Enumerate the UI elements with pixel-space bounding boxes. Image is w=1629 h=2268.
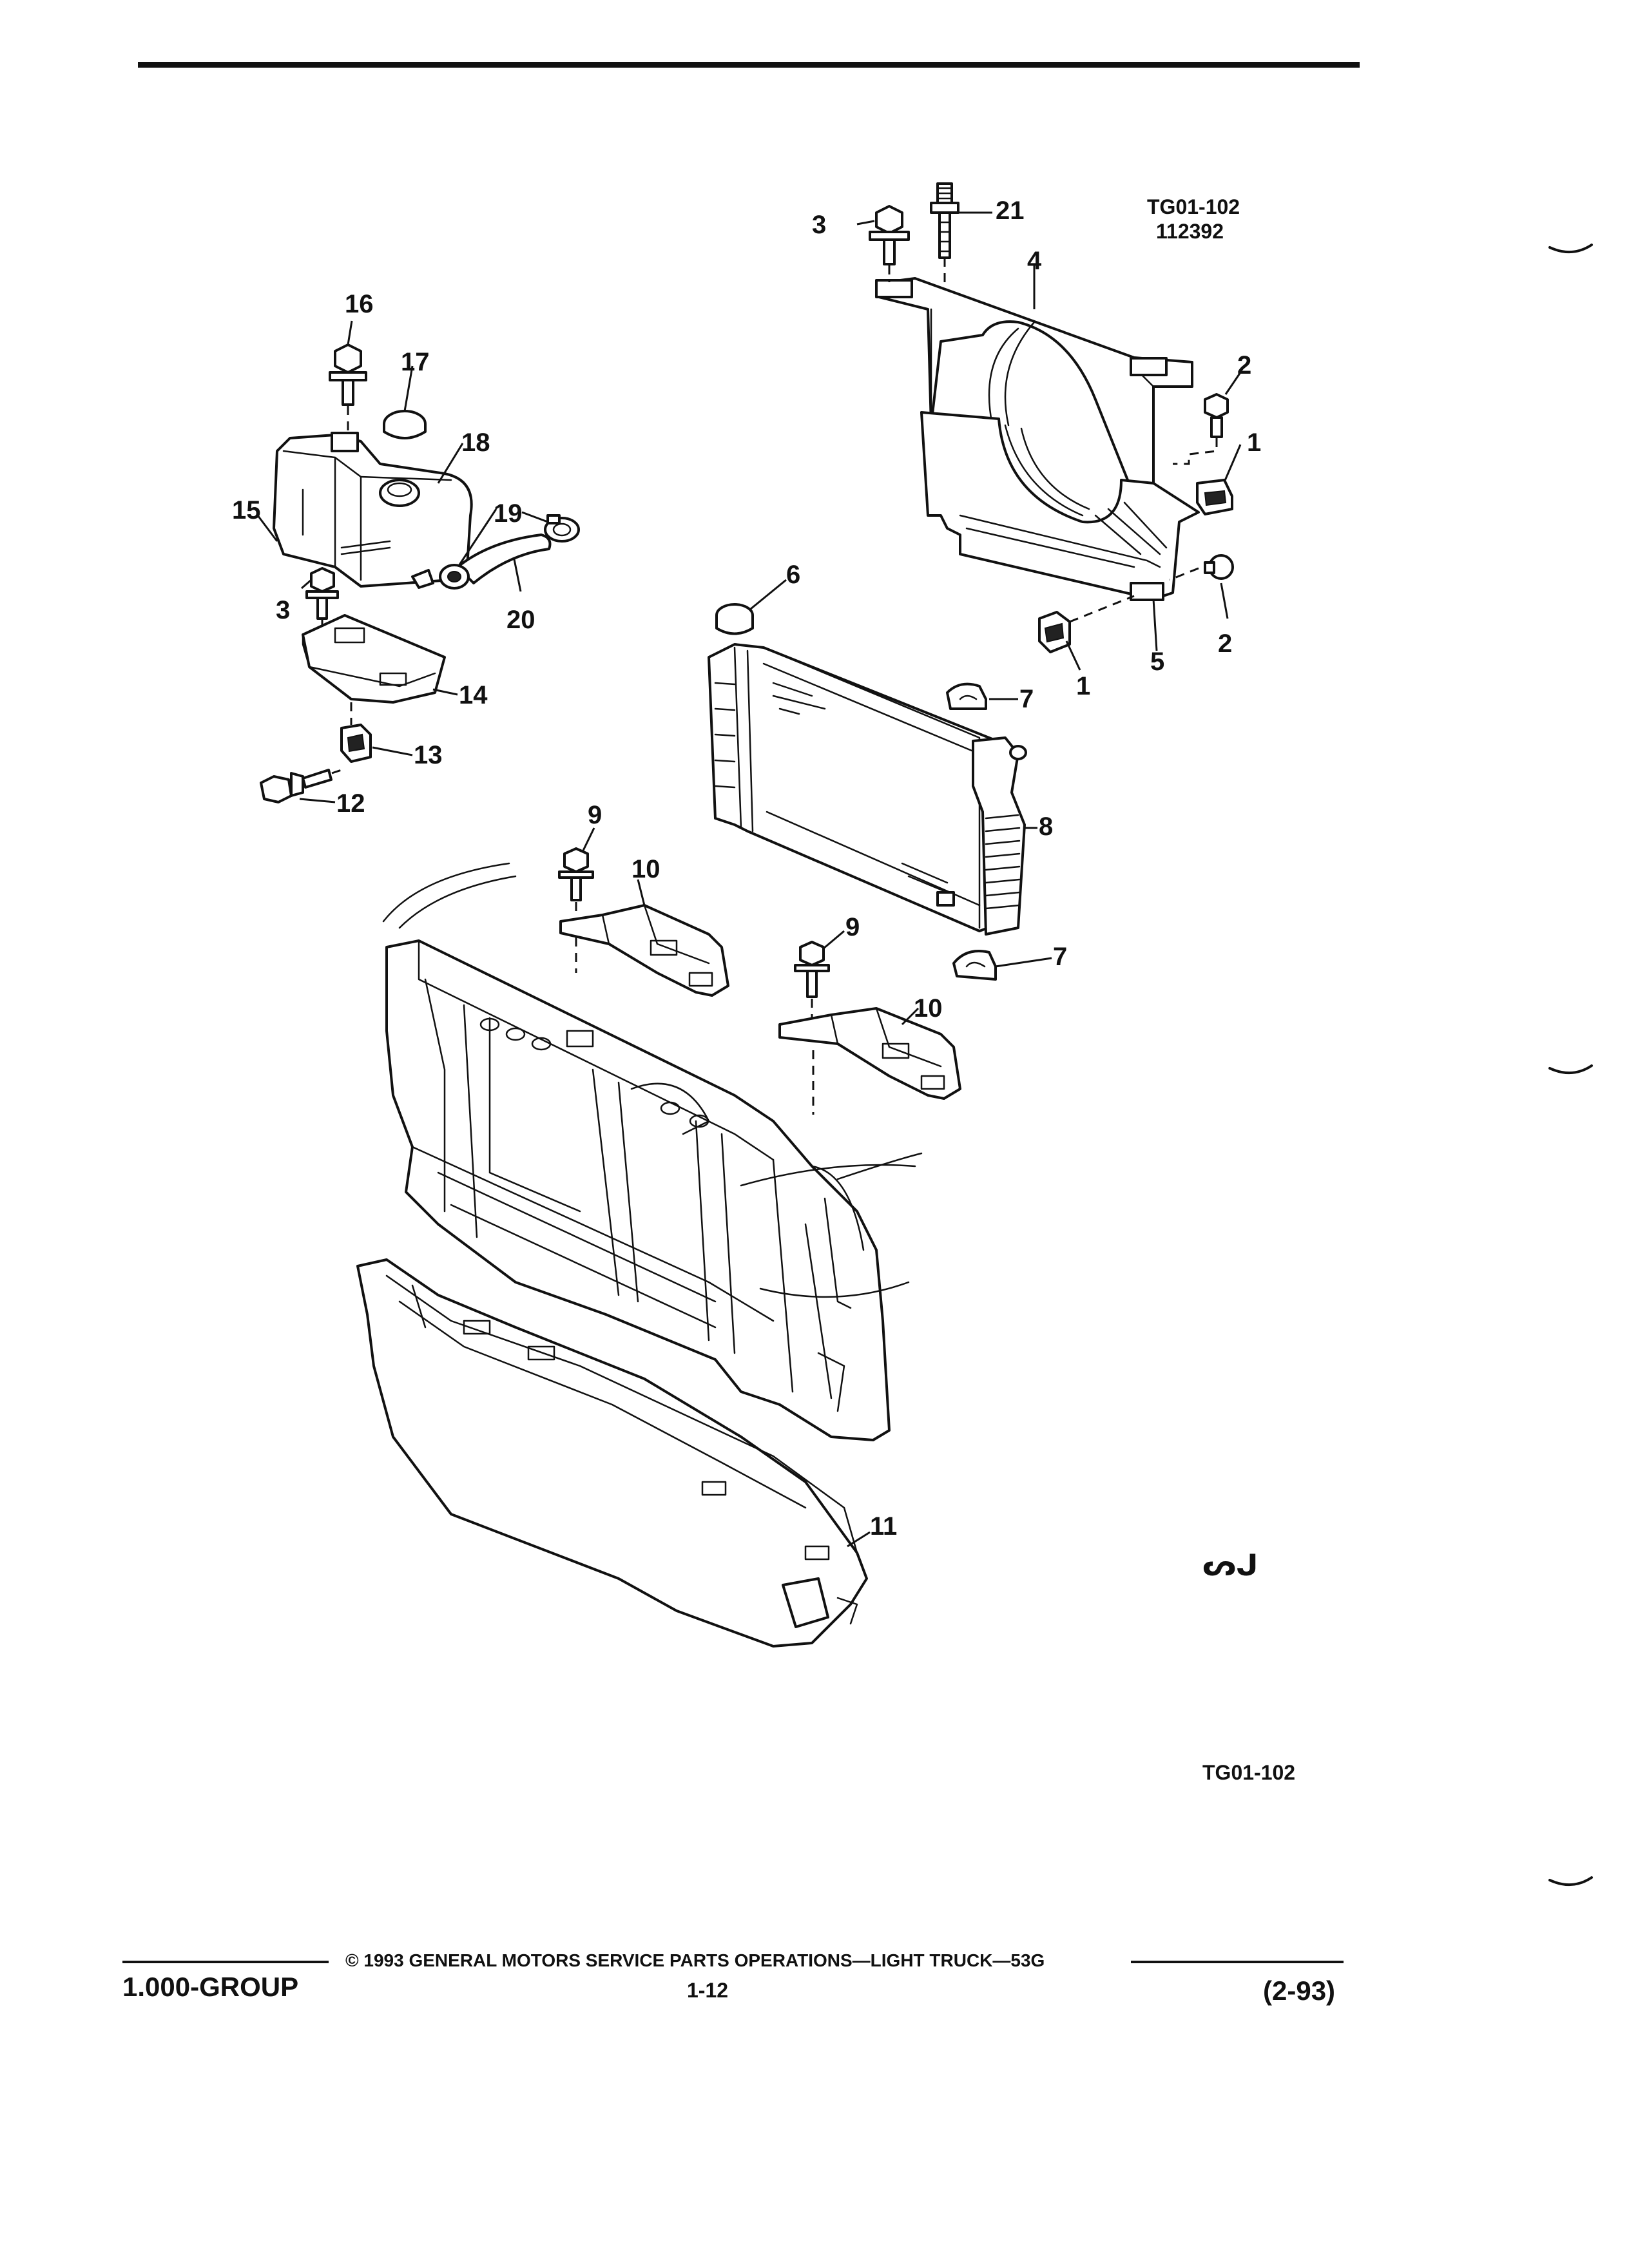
callout-13: 13 [414, 741, 443, 769]
callout-12: 12 [336, 789, 365, 818]
footer-copyright: © 1993 GENERAL MOTORS SERVICE PARTS OPER… [345, 1950, 1045, 1970]
figure-date-code: 112392 [1156, 220, 1224, 243]
callout-10-left: 10 [631, 855, 660, 883]
radiator [708, 643, 1027, 936]
callout-18: 18 [461, 428, 490, 457]
coolant-reservoir [273, 432, 473, 589]
bolt-16 [329, 343, 367, 406]
bolt-dash [331, 769, 342, 774]
bolt-12 [260, 769, 333, 803]
callout-2-upper: 2 [1237, 351, 1251, 380]
callout-labels: 3 21 4 2 1 2 5 1 6 7 8 7 9 9 10 10 11 12… [232, 197, 1261, 1541]
callout-17: 17 [401, 348, 430, 376]
callout-2-lower: 2 [1218, 629, 1232, 658]
nut-1-lower [1038, 611, 1071, 653]
callout-3-shroud: 3 [812, 211, 826, 239]
callout-19: 19 [494, 499, 523, 528]
radiator-support [382, 862, 923, 1441]
callout-21: 21 [996, 197, 1025, 225]
callout-8: 8 [1039, 812, 1053, 841]
insulator-7-upper [946, 682, 987, 710]
callout-14: 14 [459, 681, 488, 709]
bolt-3-reservoir [305, 567, 339, 620]
callout-15: 15 [232, 496, 261, 524]
bolt-9-right [794, 941, 830, 998]
footer-page-number: 1-12 [687, 1979, 728, 2002]
cap-17 [383, 410, 427, 439]
callout-9-right: 9 [845, 913, 860, 941]
callout-7-upper: 7 [1019, 685, 1034, 713]
callout-11: 11 [870, 1512, 897, 1541]
fan-shroud-lower [920, 411, 1200, 601]
bolt-dash [1069, 595, 1135, 623]
hose-20 [439, 533, 552, 590]
bracket-10-left [559, 904, 729, 997]
symbol-mark: ᔕᒍ [1202, 1548, 1258, 1582]
footer-rule-left [122, 1961, 329, 1963]
callout-6: 6 [786, 561, 800, 589]
bolt-9-left [558, 847, 594, 901]
callout-5: 5 [1150, 648, 1164, 676]
callout-7-lower: 7 [1053, 943, 1067, 971]
callout-3-reservoir: 3 [276, 596, 290, 624]
callout-20: 20 [506, 606, 535, 634]
bolt-dash [1173, 438, 1218, 465]
bolt-2-lower [1204, 554, 1234, 580]
radiator-cap-6 [715, 603, 754, 635]
figure-ref-top: TG01-102 [1147, 195, 1240, 218]
figure-ref-bottom: TG01-102 [1202, 1761, 1295, 1784]
callout-4: 4 [1027, 247, 1042, 275]
nut-1-upper [1196, 479, 1233, 515]
bolt-21 [930, 182, 959, 259]
insulator-7-lower [952, 950, 997, 981]
clamp-19 [544, 514, 580, 543]
air-baffle-11 [356, 1258, 868, 1648]
margin-mark [1548, 244, 1593, 254]
footer-rule-right [1131, 1961, 1344, 1963]
bolt-3-shroud [869, 205, 910, 265]
margin-mark [1548, 1064, 1593, 1075]
fan-shroud-upper [875, 277, 1193, 504]
bolt-2-upper [1204, 393, 1229, 438]
nut-13 [340, 724, 372, 763]
callout-1-upper: 1 [1247, 428, 1261, 457]
bracket-10-right [778, 1007, 961, 1100]
header-rule [138, 62, 1360, 68]
callout-9-left: 9 [588, 801, 602, 829]
bracket-14 [302, 614, 446, 704]
callout-16: 16 [345, 290, 374, 318]
footer-date: (2-93) [1263, 1975, 1335, 2006]
callout-1-lower: 1 [1076, 672, 1090, 700]
margin-mark [1548, 1876, 1593, 1887]
bolt-dash [1169, 567, 1199, 581]
footer-group: 1.000-GROUP [122, 1972, 298, 2002]
leader-lines [256, 211, 1242, 1548]
callout-10-right: 10 [914, 994, 943, 1023]
